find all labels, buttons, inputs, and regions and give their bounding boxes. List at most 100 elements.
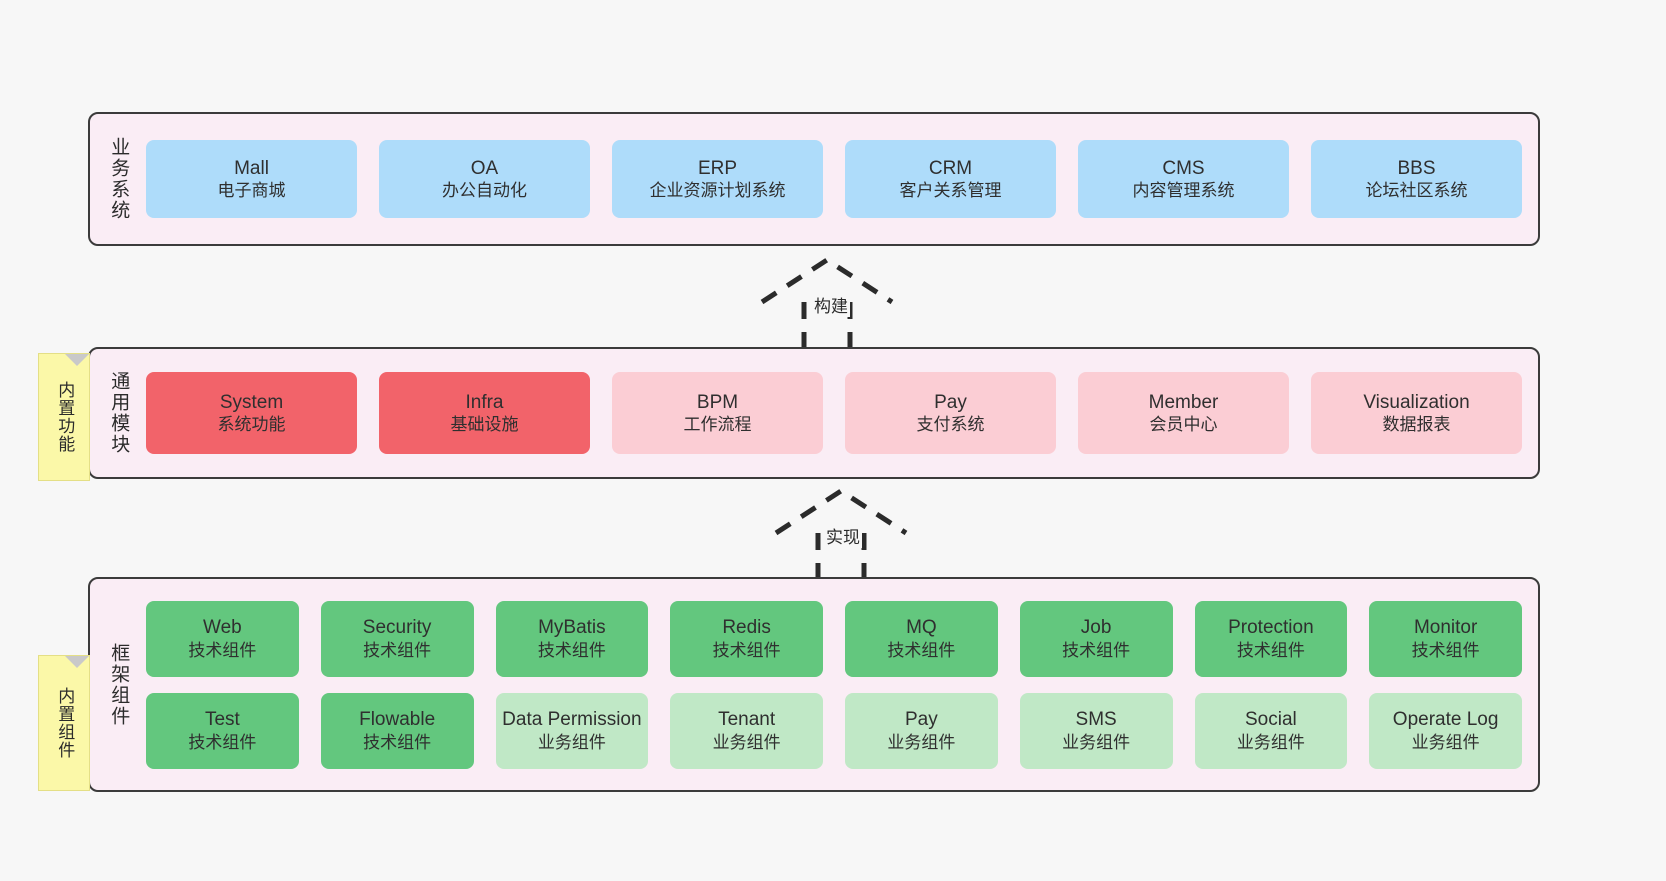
card-title: Pay bbox=[905, 709, 938, 730]
card-mybatis[interactable]: MyBatis 技术组件 bbox=[495, 600, 649, 677]
card-title: Flowable bbox=[359, 709, 436, 730]
card-title: CMS bbox=[1162, 157, 1205, 179]
card-subtitle: 业务组件 bbox=[537, 732, 606, 752]
card-title: Infra bbox=[465, 391, 504, 413]
card-crm[interactable]: CRM 客户关系管理 bbox=[845, 140, 1056, 218]
layer-label-business-systems: 业务系统 bbox=[108, 137, 130, 221]
card-subtitle: 论坛社区系统 bbox=[1365, 181, 1468, 201]
card-bpm[interactable]: BPM 工作流程 bbox=[612, 372, 823, 454]
card-monitor[interactable]: Monitor 技术组件 bbox=[1369, 600, 1522, 677]
note-fold-icon bbox=[65, 354, 89, 378]
card-title: Redis bbox=[722, 617, 771, 638]
note-built-in-functions: 内置功能 bbox=[38, 353, 90, 481]
card-subtitle: 技术组件 bbox=[712, 640, 781, 660]
card-subtitle: 技术组件 bbox=[1411, 640, 1480, 660]
card-title: Security bbox=[362, 617, 432, 638]
card-social[interactable]: Social 业务组件 bbox=[1194, 692, 1348, 769]
card-title: Job bbox=[1080, 617, 1112, 638]
card-subtitle: 业务组件 bbox=[1411, 732, 1480, 752]
card-title: Member bbox=[1148, 391, 1219, 413]
layer-common-modules: 通用模块 System 系统功能 Infra 基础设施 BPM 工作流程 Pay… bbox=[88, 347, 1540, 479]
card-security[interactable]: Security 技术组件 bbox=[320, 600, 474, 677]
card-oa[interactable]: OA 办公自动化 bbox=[379, 140, 590, 218]
card-subtitle: 客户关系管理 bbox=[899, 181, 1002, 201]
card-title: System bbox=[219, 391, 284, 413]
card-tenant[interactable]: Tenant 业务组件 bbox=[670, 692, 823, 769]
card-title: Monitor bbox=[1413, 617, 1478, 638]
card-subtitle: 技术组件 bbox=[1062, 640, 1131, 660]
card-operate-log[interactable]: Operate Log 业务组件 bbox=[1369, 692, 1522, 769]
card-subtitle: 企业资源计划系统 bbox=[649, 181, 786, 201]
card-member[interactable]: Member 会员中心 bbox=[1078, 372, 1289, 454]
card-web[interactable]: Web 技术组件 bbox=[146, 600, 299, 677]
card-data-permission[interactable]: Data Permission 业务组件 bbox=[495, 692, 649, 769]
card-title: Protection bbox=[1228, 617, 1314, 638]
card-test[interactable]: Test 技术组件 bbox=[146, 692, 299, 769]
card-mall[interactable]: Mall 电子商城 bbox=[146, 140, 357, 218]
card-subtitle: 电子商城 bbox=[217, 181, 286, 201]
card-redis[interactable]: Redis 技术组件 bbox=[670, 600, 823, 677]
framework-components-cards: Web 技术组件 Security 技术组件 MyBatis 技术组件 Redi… bbox=[146, 579, 1538, 790]
common-modules-cards: System 系统功能 Infra 基础设施 BPM 工作流程 Pay 支付系统… bbox=[146, 349, 1538, 477]
layer-framework-components: 框架组件 Web 技术组件 Security 技术组件 MyBatis 技术组件… bbox=[88, 577, 1540, 792]
card-title: BBS bbox=[1397, 157, 1436, 179]
business-systems-cards: Mall 电子商城 OA 办公自动化 ERP 企业资源计划系统 CRM 客户关系… bbox=[146, 114, 1538, 244]
note-fold-icon bbox=[65, 656, 89, 680]
card-title: OA bbox=[470, 157, 499, 179]
card-subtitle: 基础设施 bbox=[450, 415, 519, 435]
card-subtitle: 支付系统 bbox=[916, 415, 985, 435]
card-cms[interactable]: CMS 内容管理系统 bbox=[1078, 140, 1289, 218]
card-title: Web bbox=[203, 617, 242, 638]
card-title: ERP bbox=[697, 157, 738, 179]
card-mq[interactable]: MQ 技术组件 bbox=[845, 600, 998, 677]
layer-label-framework-components: 框架组件 bbox=[108, 642, 130, 727]
card-subtitle: 技术组件 bbox=[887, 640, 956, 660]
card-system[interactable]: System 系统功能 bbox=[146, 372, 357, 454]
card-subtitle: 办公自动化 bbox=[442, 181, 527, 201]
card-row: Mall 电子商城 OA 办公自动化 ERP 企业资源计划系统 CRM 客户关系… bbox=[146, 140, 1522, 218]
card-job[interactable]: Job 技术组件 bbox=[1019, 600, 1173, 677]
connector-implement-label: 实现 bbox=[824, 523, 862, 548]
card-subtitle: 系统功能 bbox=[217, 415, 286, 435]
connector-build: 构建 bbox=[752, 256, 942, 353]
card-bbs[interactable]: BBS 论坛社区系统 bbox=[1311, 140, 1522, 218]
card-protection[interactable]: Protection 技术组件 bbox=[1194, 600, 1348, 677]
card-title: CRM bbox=[928, 157, 973, 179]
card-erp[interactable]: ERP 企业资源计划系统 bbox=[612, 140, 823, 218]
card-subtitle: 技术组件 bbox=[363, 732, 432, 752]
card-row: System 系统功能 Infra 基础设施 BPM 工作流程 Pay 支付系统… bbox=[146, 372, 1522, 454]
card-title: Social bbox=[1245, 709, 1297, 730]
card-infra[interactable]: Infra 基础设施 bbox=[379, 372, 590, 454]
card-subtitle: 技术组件 bbox=[188, 732, 257, 752]
card-row: Web 技术组件 Security 技术组件 MyBatis 技术组件 Redi… bbox=[146, 600, 1522, 677]
card-title: SMS bbox=[1075, 709, 1117, 730]
card-title: MQ bbox=[906, 617, 937, 638]
card-sms[interactable]: SMS 业务组件 bbox=[1019, 692, 1173, 769]
card-visualization[interactable]: Visualization 数据报表 bbox=[1311, 372, 1522, 454]
card-pay-component[interactable]: Pay 业务组件 bbox=[845, 692, 998, 769]
card-subtitle: 业务组件 bbox=[1062, 732, 1131, 752]
note-label: 内置组件 bbox=[55, 687, 75, 759]
card-subtitle: 业务组件 bbox=[887, 732, 956, 752]
card-title: MyBatis bbox=[538, 617, 606, 638]
card-subtitle: 会员中心 bbox=[1149, 415, 1218, 435]
card-subtitle: 技术组件 bbox=[537, 640, 606, 660]
note-built-in-components: 内置组件 bbox=[38, 655, 90, 791]
layer-business-systems: 业务系统 Mall 电子商城 OA 办公自动化 ERP 企业资源计划系统 CRM… bbox=[88, 112, 1540, 246]
card-subtitle: 数据报表 bbox=[1382, 415, 1451, 435]
card-flowable[interactable]: Flowable 技术组件 bbox=[320, 692, 474, 769]
card-title: Tenant bbox=[718, 709, 776, 730]
card-subtitle: 技术组件 bbox=[188, 640, 257, 660]
note-label: 内置功能 bbox=[55, 381, 75, 453]
card-subtitle: 技术组件 bbox=[363, 640, 432, 660]
card-title: Operate Log bbox=[1392, 709, 1499, 730]
card-subtitle: 业务组件 bbox=[712, 732, 781, 752]
connector-build-label: 构建 bbox=[812, 292, 850, 317]
card-subtitle: 业务组件 bbox=[1236, 732, 1305, 752]
card-pay-module[interactable]: Pay 支付系统 bbox=[845, 372, 1056, 454]
connector-implement: 实现 bbox=[766, 487, 956, 584]
card-subtitle: 工作流程 bbox=[683, 415, 752, 435]
card-title: Test bbox=[204, 709, 240, 730]
card-row: Test 技术组件 Flowable 技术组件 Data Permission … bbox=[146, 692, 1522, 769]
